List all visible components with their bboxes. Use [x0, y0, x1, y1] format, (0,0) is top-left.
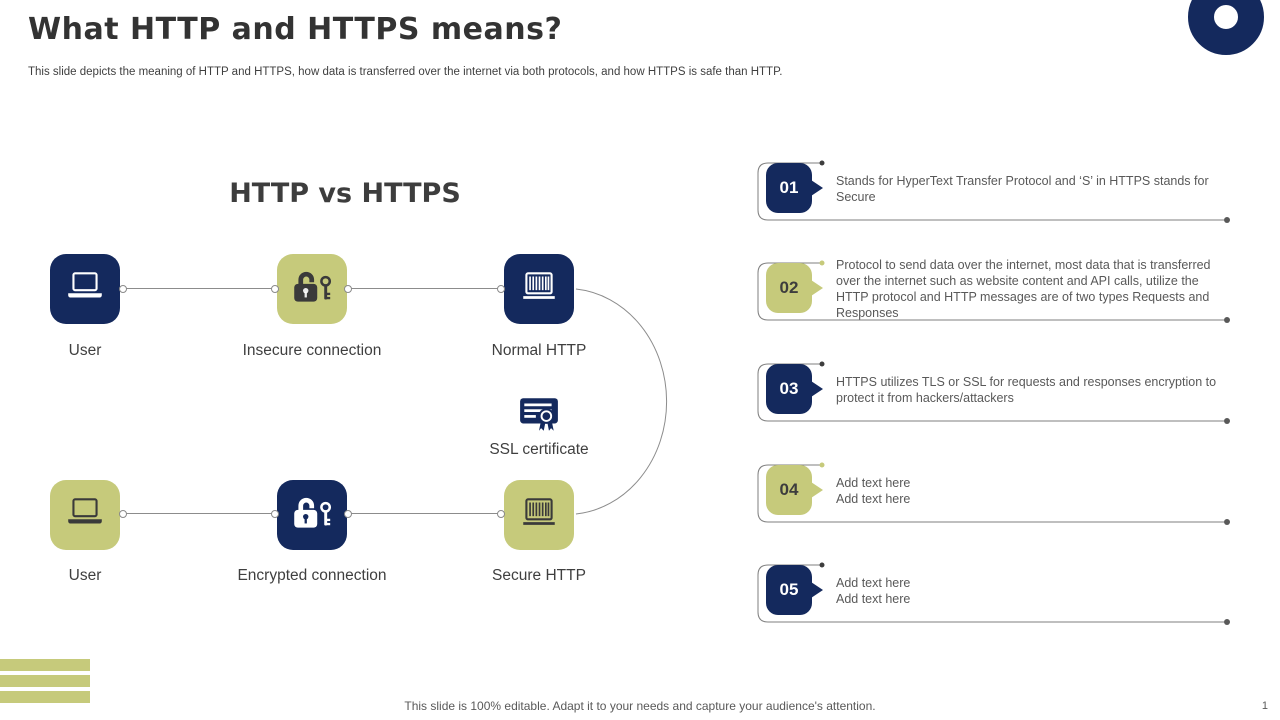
- page-title: What HTTP and HTTPS means?: [28, 12, 563, 47]
- point-bracket: [757, 260, 1230, 323]
- secure-http-tile: [504, 480, 574, 550]
- connector-line: [122, 513, 277, 514]
- node-label-insecure: Insecure connection: [242, 342, 382, 359]
- point-number-badge: 01: [766, 163, 812, 213]
- connector-line: [347, 288, 504, 289]
- connector-dot: [344, 510, 352, 518]
- page-subtitle: This slide depicts the meaning of HTTP a…: [28, 66, 783, 78]
- point-05: 05 Add text here Add text here: [750, 562, 1235, 632]
- point-04: 04 Add text here Add text here: [750, 462, 1235, 532]
- encrypted-connection-tile: [277, 480, 347, 550]
- connector-dot: [119, 510, 127, 518]
- point-bracket: [757, 160, 1230, 223]
- point-01: 01 Stands for HyperText Transfer Protoco…: [750, 160, 1235, 230]
- user-tile-row2: [50, 480, 120, 550]
- connector-dot: [119, 285, 127, 293]
- point-text: Add text here Add text here: [836, 475, 911, 506]
- ssl-certificate-label: SSL certificate: [489, 441, 589, 458]
- connector-line: [347, 513, 504, 514]
- connector-dot: [271, 285, 279, 293]
- point-text: Protocol to send data over the internet,…: [836, 257, 1211, 321]
- point-02: 02 Protocol to send data over the intern…: [750, 257, 1235, 330]
- point-03: 03 HTTPS utilizes TLS or SSL for request…: [750, 361, 1235, 431]
- node-label-secure-http: Secure HTTP: [492, 567, 586, 584]
- user-tile-row1: [50, 254, 120, 324]
- badge-tail: [811, 180, 823, 196]
- connector-dot: [344, 285, 352, 293]
- striped-server-icon: [518, 270, 560, 309]
- http-to-https-arc: [575, 288, 668, 515]
- decorative-stripe: [0, 675, 90, 687]
- lock-and-key-icon: [289, 268, 335, 311]
- node-label-encrypted: Encrypted connection: [237, 567, 387, 584]
- point-number-badge: 02: [766, 263, 812, 313]
- node-label-normal-http: Normal HTTP: [491, 342, 587, 359]
- point-bracket: [757, 562, 1230, 625]
- point-number-badge: 03: [766, 364, 812, 414]
- ssl-certificate-icon: [518, 393, 560, 440]
- point-text: Stands for HyperText Transfer Protocol a…: [836, 173, 1209, 204]
- decorative-stripe: [0, 659, 90, 671]
- badge-tail: [811, 381, 823, 397]
- laptop-icon: [64, 270, 106, 309]
- point-number-badge: 04: [766, 465, 812, 515]
- node-label-user-1: User: [68, 342, 102, 359]
- connector-dot: [497, 285, 505, 293]
- page-number: 1: [1261, 700, 1268, 712]
- insecure-connection-tile: [277, 254, 347, 324]
- striped-server-icon: [518, 496, 560, 535]
- laptop-icon: [64, 496, 106, 535]
- normal-http-tile: [504, 254, 574, 324]
- brand-ring-logo: [1188, 0, 1264, 55]
- badge-tail: [811, 280, 823, 296]
- point-bracket: [757, 361, 1230, 424]
- point-text: Add text here Add text here: [836, 575, 911, 606]
- connector-dot: [271, 510, 279, 518]
- diagram-heading: HTTP vs HTTPS: [229, 178, 461, 209]
- node-label-user-2: User: [68, 567, 102, 584]
- connector-dot: [497, 510, 505, 518]
- point-text: HTTPS utilizes TLS or SSL for requests a…: [836, 374, 1217, 405]
- point-bracket: [757, 462, 1230, 525]
- lock-and-key-icon: [289, 494, 335, 537]
- footer-note: This slide is 100% editable. Adapt it to…: [404, 699, 876, 713]
- badge-tail: [811, 482, 823, 498]
- connector-line: [122, 288, 277, 289]
- decorative-stripe: [0, 691, 90, 703]
- badge-tail: [811, 582, 823, 598]
- point-number-badge: 05: [766, 565, 812, 615]
